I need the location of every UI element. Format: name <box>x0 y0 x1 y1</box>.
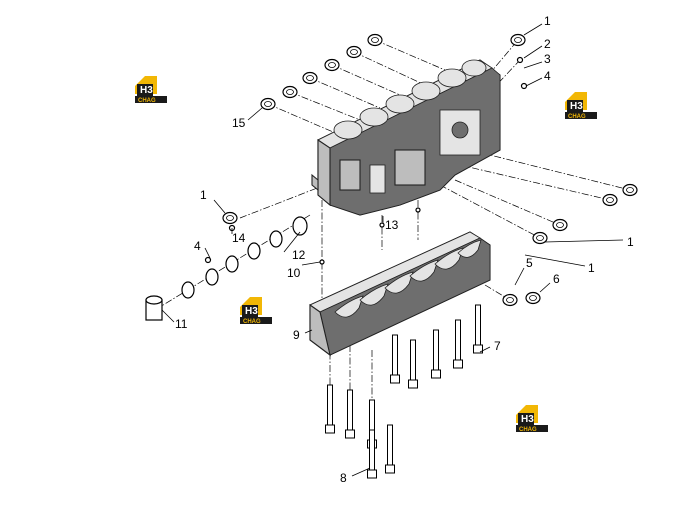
callout-12: 12 <box>292 248 306 262</box>
svg-text:H3: H3 <box>521 414 534 425</box>
callout-10: 10 <box>287 266 301 280</box>
callout-4-left: 4 <box>194 239 201 253</box>
svg-text:CHAG: CHAG <box>519 427 537 433</box>
callout-1-right-lower: 1 <box>588 261 595 275</box>
svg-text:CHAG: CHAG <box>568 114 586 120</box>
callout-1-right-upper: 1 <box>627 235 634 249</box>
svg-text:H3: H3 <box>140 85 153 96</box>
callout-3: 3 <box>544 52 551 66</box>
callout-1-top: 1 <box>544 14 551 28</box>
watermark-logo: H3 CHAG <box>565 92 597 120</box>
callout-7: 7 <box>494 339 501 353</box>
leader-lines <box>161 23 624 477</box>
callout-9: 9 <box>293 328 300 342</box>
callout-labels: 1 2 3 4 15 1 14 13 4 12 10 1 1 5 6 11 9 … <box>175 14 634 485</box>
bedplate <box>309 231 491 357</box>
callout-14: 14 <box>232 231 246 245</box>
svg-text:H3: H3 <box>570 101 583 112</box>
watermark-logo: H3 CHAG <box>240 297 272 325</box>
cylinder-block <box>311 59 501 216</box>
callout-6: 6 <box>553 272 560 286</box>
watermark-logo: H3 CHAG <box>516 405 548 433</box>
callout-13: 13 <box>385 218 399 232</box>
svg-text:CHAG: CHAG <box>243 319 261 325</box>
svg-text:H3: H3 <box>245 306 258 317</box>
callout-15: 15 <box>232 116 246 130</box>
svg-text:CHAG: CHAG <box>138 98 156 104</box>
callout-4-right: 4 <box>544 69 551 83</box>
callout-11: 11 <box>175 317 188 331</box>
bushings <box>145 216 308 321</box>
large-bushing <box>145 295 163 321</box>
watermark-logo: H3 CHAG <box>135 76 167 104</box>
callout-8: 8 <box>340 471 347 485</box>
callout-1-left: 1 <box>200 188 207 202</box>
callout-2: 2 <box>544 37 551 51</box>
callout-5: 5 <box>526 256 533 270</box>
